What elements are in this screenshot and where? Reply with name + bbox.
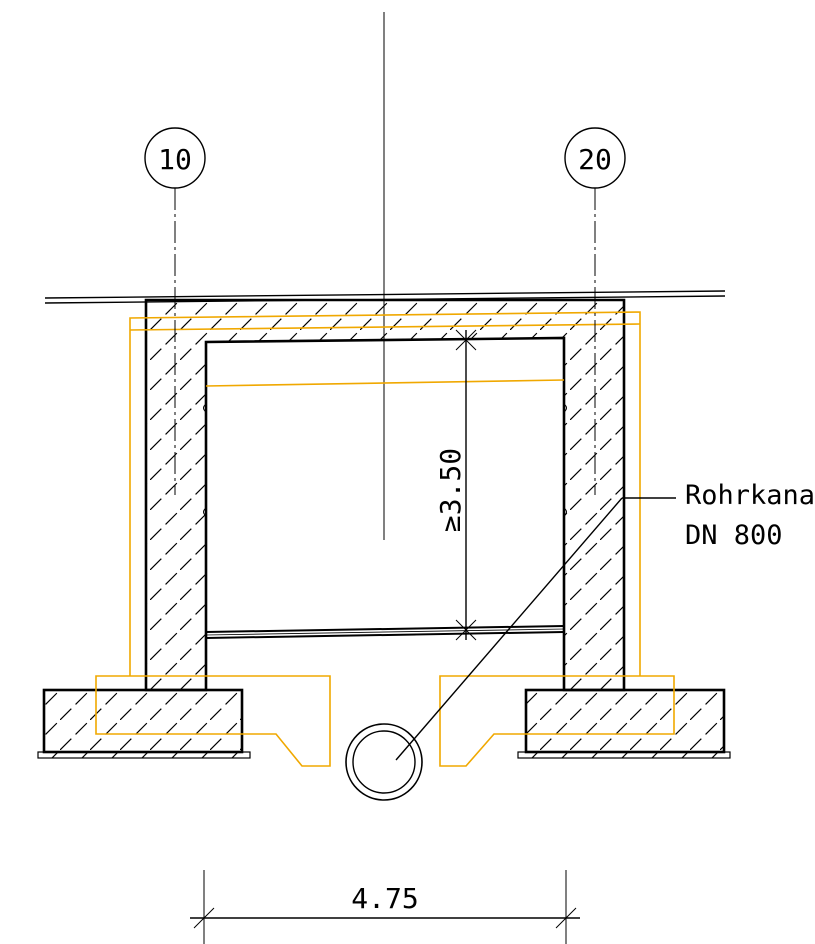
wall-marks: [203, 403, 567, 517]
callout-leader: [395, 497, 676, 761]
width-dimension-label: 4.75: [351, 882, 418, 915]
callout-label-line1: Rohrkanal: [685, 480, 815, 511]
height-dimension-label: ≥3.50: [434, 448, 467, 532]
pipe-dn800: [345, 723, 423, 801]
axis-marker-20: 20: [564, 127, 626, 495]
axis-marker-10: 10: [144, 127, 206, 495]
svg-text:10: 10: [158, 143, 192, 176]
width-dimension: 4.75: [190, 870, 580, 944]
footing-right: [524, 688, 726, 754]
callout-label-line2: DN 800: [685, 520, 783, 551]
blinding-right: [517, 751, 731, 759]
overlay-outline: [95, 311, 675, 767]
floor-slab: [205, 625, 565, 639]
blinding-left: [37, 751, 251, 759]
footing-left: [42, 688, 244, 754]
svg-text:20: 20: [578, 143, 612, 176]
height-dimension: ≥3.50: [434, 329, 477, 641]
